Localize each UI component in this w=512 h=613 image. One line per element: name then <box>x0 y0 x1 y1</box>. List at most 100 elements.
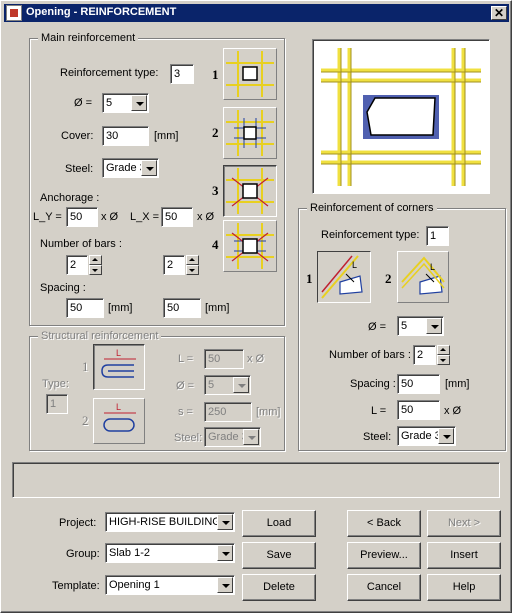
corners-bars-input[interactable]: 2 <box>413 345 436 365</box>
steel-dropdown-arrow[interactable] <box>141 160 157 176</box>
bars-x-up-arrow-icon[interactable] <box>186 255 199 265</box>
insert-button[interactable]: Insert <box>427 542 501 569</box>
close-button[interactable]: ✕ <box>491 6 507 20</box>
structural-s-unit: [mm] <box>256 406 281 418</box>
main-reinforcement-legend: Main reinforcement <box>38 32 139 44</box>
structural-diameter-dropdown-arrow <box>233 377 249 393</box>
structural-l-unit: x Ø <box>247 353 265 365</box>
preview-button[interactable]: Preview... <box>347 542 421 569</box>
corners-steel-select[interactable]: Grade 3 <box>397 426 456 446</box>
cancel-button[interactable]: Cancel <box>347 574 421 601</box>
steel-select[interactable]: Grade 3 <box>102 158 159 178</box>
next-button[interactable]: Next > <box>427 510 501 537</box>
corners-icon-2-label: L <box>430 262 435 272</box>
reinforcement-type-input[interactable]: 3 <box>170 64 194 84</box>
status-area <box>12 462 500 498</box>
ly-label: L_Y = <box>33 211 62 223</box>
structural-type-label: Type: <box>42 378 69 390</box>
corners-bars-down-arrow-icon[interactable] <box>437 355 450 365</box>
diameter-select[interactable]: 5 <box>102 93 149 113</box>
corners-type-1-option[interactable]: L <box>317 251 371 303</box>
structural-s-input: 250 <box>204 402 252 422</box>
load-button[interactable]: Load <box>242 510 316 537</box>
cover-label: Cover: <box>61 130 94 142</box>
main-type-3-option[interactable] <box>223 165 277 217</box>
main-type-1-icon <box>226 51 274 97</box>
corners-steel-dropdown-arrow[interactable] <box>438 428 454 444</box>
group-dropdown-arrow[interactable] <box>217 545 233 561</box>
corners-diameter-select[interactable]: 5 <box>397 316 444 336</box>
number-of-bars-label: Number of bars : <box>40 238 122 250</box>
bars-y-spinner[interactable] <box>89 255 102 275</box>
bars-x-input[interactable]: 2 <box>163 255 185 275</box>
main-type-2-option[interactable] <box>223 107 277 159</box>
type-number-4: 4 <box>212 237 219 252</box>
bars-y-down-arrow-icon[interactable] <box>89 265 102 275</box>
bars-y-up-arrow-icon[interactable] <box>89 255 102 265</box>
lx-unit: x Ø <box>197 211 215 223</box>
lx-label: L_X = <box>130 211 160 223</box>
type-number-3: 3 <box>212 183 219 198</box>
main-type-2-icon <box>226 110 274 156</box>
group-select[interactable]: Slab 1-2 <box>105 543 235 563</box>
corners-l-label: L = <box>371 405 387 417</box>
corners-bars-label: Number of bars : <box>329 349 411 361</box>
delete-button[interactable]: Delete <box>242 574 316 601</box>
cover-input[interactable]: 30 <box>102 126 149 146</box>
template-select[interactable]: Opening 1 <box>105 575 235 595</box>
corners-l-unit: x Ø <box>444 405 462 417</box>
steel-value: Grade 3 <box>106 162 146 174</box>
structural-type-1-option: L <box>93 344 145 390</box>
app-icon <box>6 5 22 21</box>
structural-steel-select: Grade 3 <box>204 427 261 447</box>
group-value: Slab 1-2 <box>109 547 150 559</box>
corners-steel-value: Grade 3 <box>401 430 441 442</box>
spacing-x-input[interactable]: 50 <box>163 298 201 318</box>
corners-type-2-option[interactable]: L <box>397 251 449 303</box>
structural-l-input: 50 <box>204 349 244 369</box>
save-button[interactable]: Save <box>242 542 316 569</box>
main-type-3-icon <box>226 168 274 214</box>
structural-icon-2-label: L <box>116 402 121 412</box>
main-type-1-option[interactable] <box>223 48 277 100</box>
corners-legend: Reinforcement of corners <box>307 202 437 214</box>
window-title: Opening - REINFORCEMENT <box>26 6 177 18</box>
lx-input[interactable]: 50 <box>161 207 193 227</box>
corners-bars-up-arrow-icon[interactable] <box>437 345 450 355</box>
corners-type-number-2: 2 <box>385 271 392 286</box>
spacing-y-input[interactable]: 50 <box>66 298 104 318</box>
diameter-label: Ø = <box>74 97 93 109</box>
corners-bars-spinner[interactable] <box>437 345 450 365</box>
help-button[interactable]: Help <box>427 574 501 601</box>
project-value: HIGH-RISE BUILDING <box>109 516 221 528</box>
corners-type-input[interactable]: 1 <box>426 226 449 246</box>
project-select[interactable]: HIGH-RISE BUILDING <box>105 512 235 532</box>
corners-l-input[interactable]: 50 <box>397 400 440 420</box>
bars-y-input[interactable]: 2 <box>66 255 88 275</box>
type-number-1: 1 <box>212 67 219 82</box>
cover-unit: [mm] <box>154 130 179 142</box>
structural-icon-1-label: L <box>116 348 121 358</box>
bars-x-down-arrow-icon[interactable] <box>186 265 199 275</box>
bars-x-spinner[interactable] <box>186 255 199 275</box>
ly-input[interactable]: 50 <box>66 207 98 227</box>
corners-diameter-label: Ø = <box>368 321 387 333</box>
main-type-4-option[interactable] <box>223 220 277 272</box>
structural-type-number-1: 1 <box>82 359 89 374</box>
structural-diameter-value: 5 <box>208 379 215 391</box>
structural-diameter-label: Ø = <box>176 380 195 392</box>
corners-type-1-icon: L <box>318 252 370 302</box>
back-button[interactable]: < Back <box>347 510 421 537</box>
corners-spacing-input[interactable]: 50 <box>397 374 440 394</box>
corners-group: Reinforcement of corners <box>298 202 506 451</box>
template-value: Opening 1 <box>109 579 160 591</box>
corners-diameter-dropdown-arrow[interactable] <box>426 318 442 334</box>
ly-unit: x Ø <box>101 211 119 223</box>
diameter-dropdown-arrow[interactable] <box>131 95 147 111</box>
template-dropdown-arrow[interactable] <box>217 577 233 593</box>
title-bar: Opening - REINFORCEMENT ✕ <box>4 4 509 22</box>
spacing-x-unit: [mm] <box>205 302 230 314</box>
structural-type-2-option: L <box>93 398 145 444</box>
project-dropdown-arrow[interactable] <box>217 514 233 530</box>
